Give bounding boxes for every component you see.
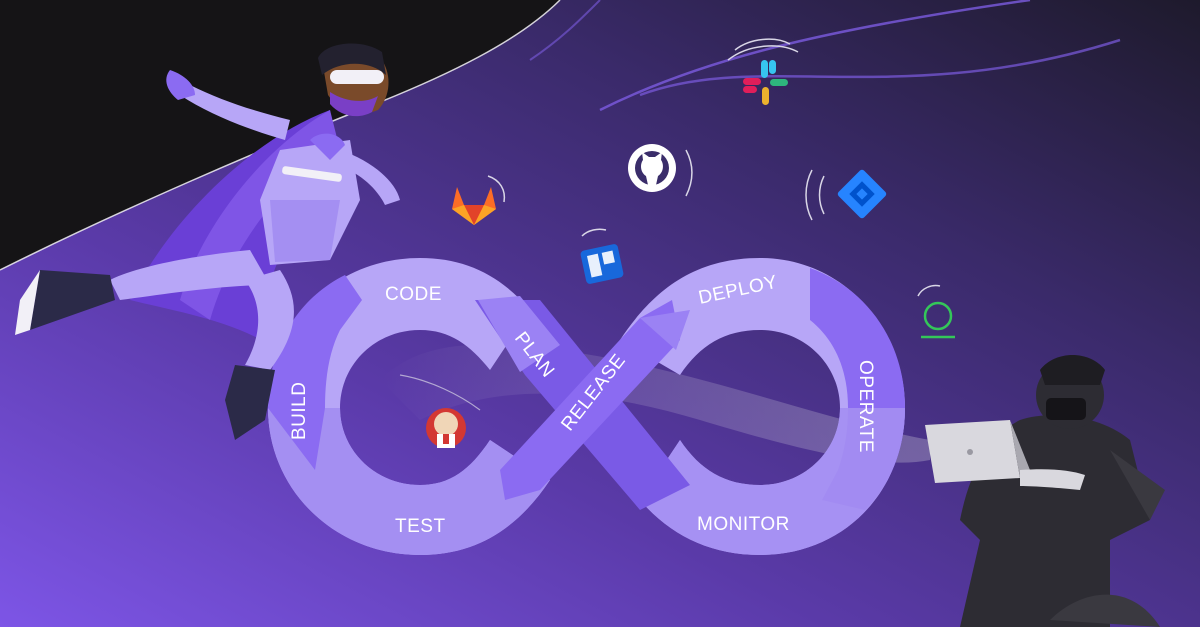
swoosh-line (639, 38, 1121, 97)
gitlab-icon (452, 187, 496, 225)
sound-wave (734, 38, 791, 51)
motion-trail (380, 344, 930, 463)
slack-icon (743, 60, 788, 105)
trello-icon (580, 244, 624, 284)
sound-wave (727, 45, 799, 61)
stage-label-code: CODE (385, 284, 442, 305)
stage-label-test: TEST (395, 516, 446, 537)
stage-label-build: BUILD (289, 382, 310, 440)
sound-wave (917, 284, 941, 297)
sound-wave (685, 149, 693, 197)
stage-label-operate: OPERATE (855, 360, 876, 453)
jira-icon (837, 169, 887, 219)
wave-edge (0, 0, 561, 271)
sound-wave (818, 175, 825, 215)
sound-wave (805, 169, 813, 221)
laptop-icon (925, 420, 1030, 483)
swoosh-line (599, 0, 1031, 112)
green-circle-icon (921, 301, 955, 339)
hacker-character (925, 355, 1165, 627)
github-icon (628, 144, 676, 192)
sound-wave (399, 374, 481, 411)
sound-wave (487, 175, 506, 203)
sound-wave (581, 228, 607, 237)
superhero-character (15, 43, 400, 440)
swoosh-line (529, 0, 601, 61)
jenkins-icon (426, 408, 466, 448)
stage-label-monitor: MONITOR (697, 514, 790, 535)
